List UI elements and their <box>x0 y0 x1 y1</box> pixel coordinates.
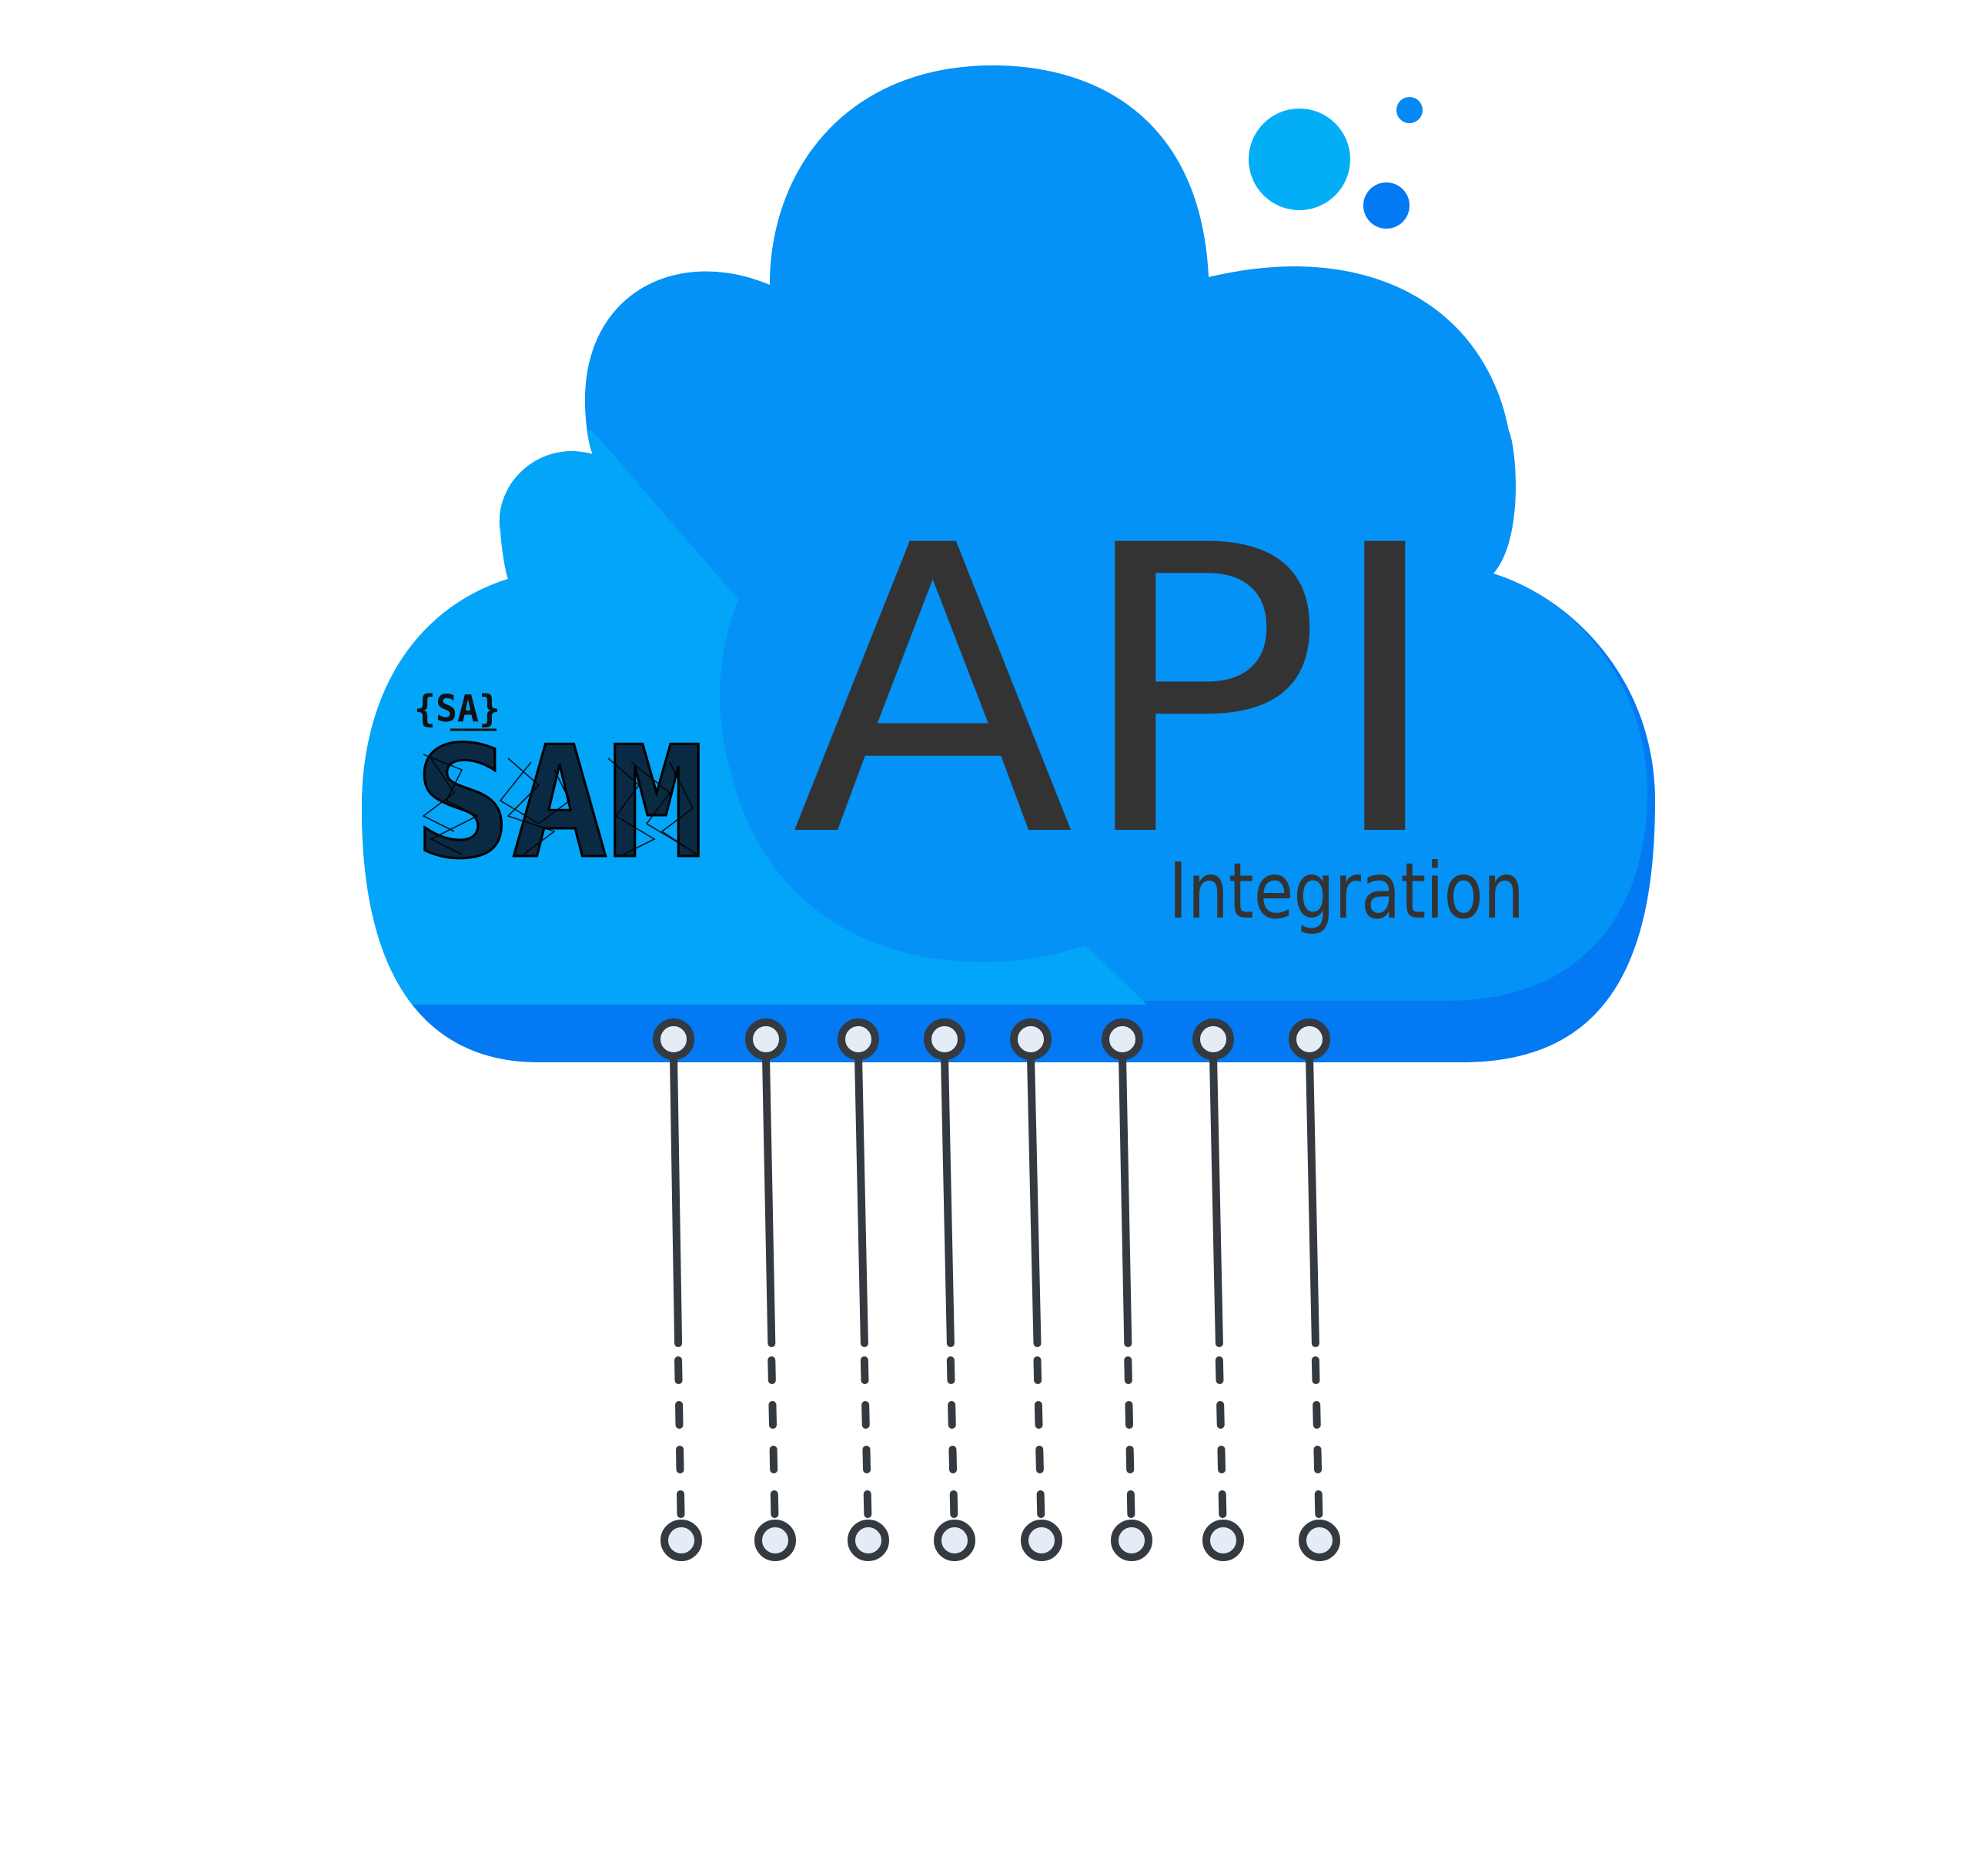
bubble-medium <box>1363 182 1410 229</box>
cloud-inner-circle <box>720 431 1251 962</box>
connector-bottom-node <box>1111 1520 1152 1561</box>
connector-wire <box>1119 1052 1132 1347</box>
connector-dashed-wire <box>1311 1356 1323 1519</box>
connector-wire <box>762 1052 776 1347</box>
connector-bottom-node <box>1021 1520 1062 1561</box>
connector-dashed-wire <box>1033 1356 1045 1519</box>
bubble-large <box>1249 109 1350 210</box>
logo-wordmark: SAM <box>414 714 705 893</box>
connector-top-node <box>838 1018 879 1060</box>
connector-dashed-wire <box>946 1356 958 1519</box>
connector-top-node <box>1010 1018 1052 1060</box>
bubble-small <box>1396 97 1423 123</box>
connector-wire <box>1027 1052 1042 1347</box>
logo-mesh-pattern <box>422 754 697 855</box>
connector-bottom-node <box>1202 1520 1244 1561</box>
connector-bottom-node <box>934 1520 975 1561</box>
connector-top-node <box>1102 1018 1143 1060</box>
connector-top-node <box>653 1018 694 1060</box>
connector-bottom-node <box>660 1520 702 1561</box>
connector-bottom-node <box>848 1520 889 1561</box>
connector-group <box>653 1018 1340 1561</box>
connector-dashed-wire <box>1124 1356 1135 1519</box>
connector-dashed-wire <box>1215 1356 1227 1519</box>
connector-bottom-node <box>1299 1520 1340 1561</box>
connector-top-node <box>745 1018 787 1060</box>
headline-api: API <box>791 463 1446 924</box>
connector-dashed-wire <box>860 1356 872 1519</box>
logo-badge: {SA} <box>414 687 500 731</box>
connector-top-node <box>924 1018 965 1060</box>
sam-logo: {SA} SAM <box>413 687 707 895</box>
connector-wire <box>1306 1052 1319 1347</box>
connector-wire <box>1209 1052 1223 1347</box>
connector-top-node <box>1289 1018 1330 1060</box>
connector-bottom-node <box>754 1520 796 1561</box>
connector-wire <box>670 1052 683 1347</box>
connector-dashed-wire <box>674 1356 685 1519</box>
connector-wire <box>941 1052 955 1347</box>
cloud-highlight <box>362 431 1147 1005</box>
connector-top-node <box>1192 1018 1234 1060</box>
connector-dashed-wire <box>767 1356 779 1519</box>
connector-wire <box>854 1052 868 1347</box>
subheadline-integration: Integration <box>1169 846 1524 936</box>
